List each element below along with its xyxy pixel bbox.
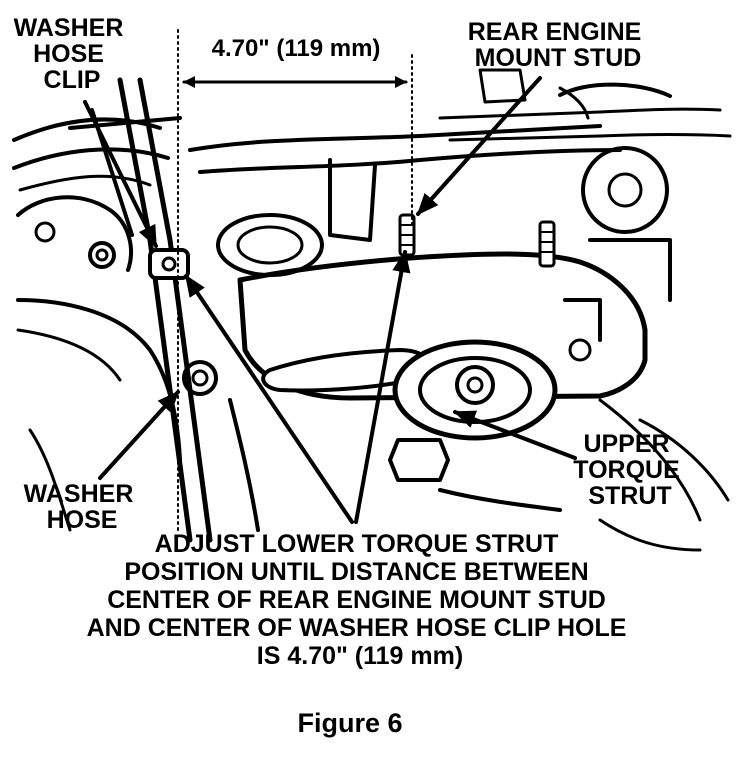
instruction-note: ADJUST LOWER TORQUE STRUT POSITION UNTIL… [87,530,634,670]
leader-lines [83,76,577,524]
leader-instruction-to-clip [184,274,354,524]
figure-caption: Figure 6 [297,708,402,738]
label-washer-hose: WASHER HOSE [24,480,141,534]
leader-upper-torque-strut [453,410,577,460]
label-rear-engine-mount-stud: REAR ENGINE MOUNT STUD [468,18,649,72]
label-upper-torque-strut: UPPER TORQUE STRUT [573,430,686,510]
label-washer-hose-clip: WASHER HOSE CLIP [14,14,131,94]
leader-washer-hose [98,390,180,480]
leader-instruction-to-stud [354,250,411,524]
leader-rear-engine-mount-stud [416,76,542,216]
dimension-label: 4.70" (119 mm) [212,35,381,62]
leader-washer-hose-clip [83,100,158,248]
